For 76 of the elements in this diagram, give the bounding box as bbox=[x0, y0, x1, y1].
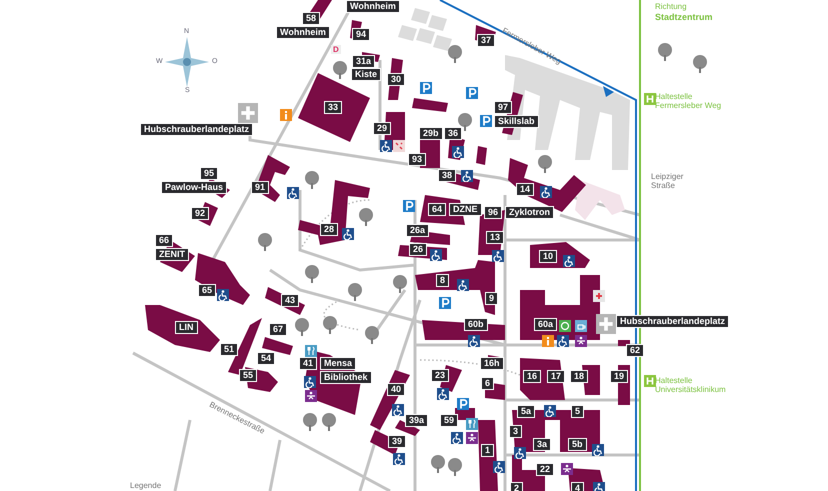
map-label: 5 bbox=[571, 405, 584, 418]
map-label: 2 bbox=[510, 482, 524, 491]
map-label: 58 bbox=[302, 12, 320, 25]
map-label: 29b bbox=[419, 127, 443, 140]
map-label: 4 bbox=[571, 482, 584, 491]
map-label: 16h bbox=[480, 357, 504, 370]
map-label: 33 bbox=[324, 101, 342, 114]
map-label: 64 bbox=[428, 203, 446, 216]
map-label: DZNE bbox=[449, 203, 482, 216]
tram-stop-label: Stadtzentrum bbox=[655, 12, 713, 22]
map-label: 62 bbox=[626, 344, 644, 357]
map-label: 28 bbox=[320, 223, 338, 236]
map-label: Hubschrauberlandeplatz bbox=[140, 123, 254, 136]
map-label: 54 bbox=[257, 352, 276, 365]
map-label: 60b bbox=[464, 318, 488, 331]
map-label: 26a bbox=[406, 224, 430, 237]
map-label: 9 bbox=[485, 292, 498, 305]
tram-stop-label: Haltestelle Universitätsklinikum bbox=[655, 376, 727, 394]
map-label: 22 bbox=[536, 463, 554, 476]
map-label: Pawlow-Haus bbox=[161, 181, 228, 194]
map-label: 17 bbox=[547, 370, 566, 383]
map-label: 3 bbox=[509, 425, 522, 438]
map-label: 30 bbox=[387, 73, 406, 86]
map-label: 14 bbox=[516, 183, 534, 196]
map-label: ZENIT bbox=[155, 248, 189, 261]
street-name: Leipziger Straße bbox=[651, 172, 684, 190]
tram-stop-label: Richtung bbox=[655, 2, 687, 11]
map-label: 39a bbox=[405, 414, 428, 427]
map-label: 31a bbox=[352, 55, 376, 68]
map-label: 51 bbox=[220, 343, 238, 356]
map-label: 59 bbox=[440, 414, 458, 427]
map-label: 8 bbox=[436, 274, 450, 287]
map-label: 92 bbox=[191, 207, 210, 220]
map-label: 66 bbox=[155, 234, 174, 247]
map-label: 5b bbox=[568, 438, 587, 451]
map-label: 6 bbox=[481, 377, 494, 390]
map-label: Skillslab bbox=[494, 115, 539, 128]
map-label: Kiste bbox=[351, 68, 382, 81]
map-label: 43 bbox=[281, 294, 300, 307]
map-label: 5a bbox=[517, 405, 536, 418]
map-label: Wohnheim bbox=[346, 0, 400, 13]
map-label: 29 bbox=[373, 122, 392, 135]
map-label: 65 bbox=[198, 284, 216, 297]
map-label: 37 bbox=[477, 34, 496, 47]
map-letter-sign: D bbox=[331, 45, 341, 54]
map-label: 67 bbox=[269, 323, 288, 336]
map-label: 94 bbox=[352, 28, 370, 41]
legend-heading: Legende bbox=[130, 481, 162, 490]
map-label: Hubschrauberlandeplatz bbox=[616, 315, 730, 328]
map-label: 36 bbox=[444, 127, 462, 140]
map-label: 95 bbox=[200, 167, 218, 180]
map-label: Mensa bbox=[320, 357, 356, 370]
map-label: 23 bbox=[431, 369, 450, 382]
map-label: 19 bbox=[610, 370, 628, 383]
map-label: LIN bbox=[175, 321, 198, 334]
map-label: 93 bbox=[408, 153, 426, 166]
map-label: 1 bbox=[481, 444, 494, 457]
map-label: Zyklotron bbox=[505, 206, 554, 219]
map-label: 91 bbox=[251, 181, 270, 194]
map-label: 26 bbox=[409, 243, 428, 256]
map-label: 13 bbox=[486, 231, 504, 244]
map-label: 3a bbox=[533, 438, 552, 451]
map-label: 97 bbox=[494, 101, 512, 114]
map-label: 39 bbox=[388, 435, 406, 448]
map-label: 16 bbox=[523, 370, 542, 383]
map-label: 10 bbox=[539, 250, 558, 263]
tram-stop-label: Haltestelle Fermersleber Weg bbox=[655, 92, 722, 110]
map-label: 60a bbox=[534, 318, 558, 331]
map-label: 96 bbox=[484, 206, 502, 219]
map-label: Bibliothek bbox=[320, 371, 372, 384]
map-label: 41 bbox=[299, 357, 318, 370]
map-label: 40 bbox=[387, 383, 406, 396]
map-label: Wohnheim bbox=[276, 26, 330, 39]
map-label: 18 bbox=[570, 370, 588, 383]
map-label: 38 bbox=[438, 169, 456, 182]
map-label: 55 bbox=[239, 369, 258, 382]
